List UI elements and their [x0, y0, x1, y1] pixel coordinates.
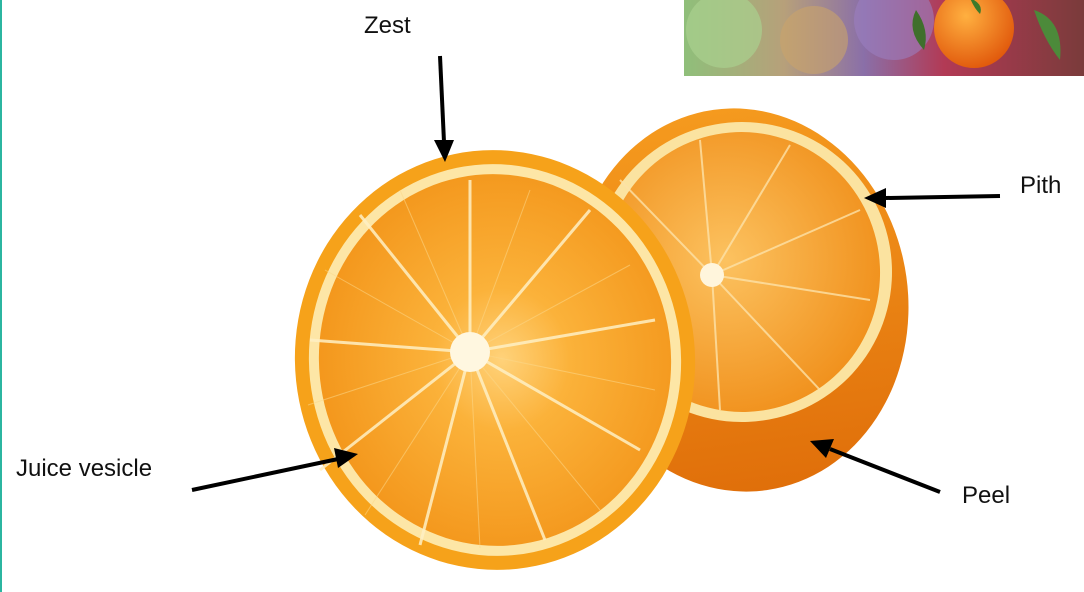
zest-label: Zest — [364, 12, 411, 40]
peel-arrow — [830, 449, 940, 492]
pith-label: Pith — [1020, 172, 1061, 200]
zest-arrow — [440, 56, 444, 142]
juice-vesicle-label: Juice vesicle — [16, 455, 152, 483]
juice-vesicle-arrow — [192, 459, 338, 490]
pith-arrow — [886, 196, 1000, 198]
peel-label: Peel — [962, 482, 1010, 510]
center-core — [450, 332, 490, 372]
